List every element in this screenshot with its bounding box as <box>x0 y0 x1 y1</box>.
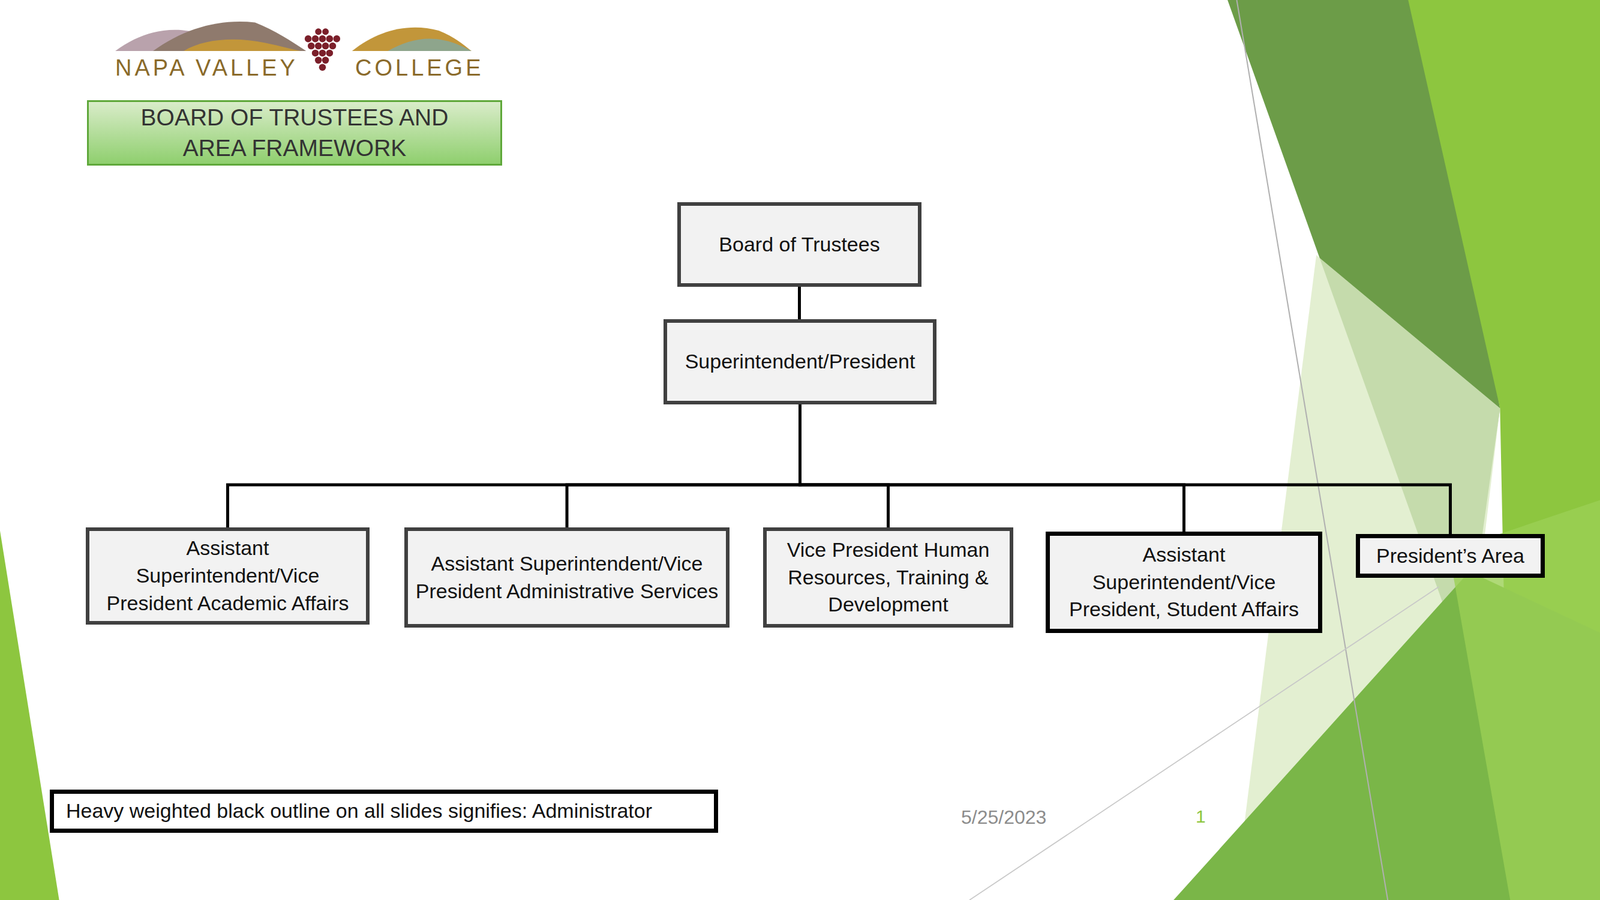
corner-triangle <box>0 530 60 900</box>
slide-title: BOARD OF TRUSTEES AND AREA FRAMEWORK <box>86 100 503 166</box>
org-connector <box>800 404 889 528</box>
box-text: Superintendent/President <box>685 347 916 376</box>
note-box: Heavy weighted black outline on all slid… <box>49 789 719 833</box>
logo-text: NAPA VALLEY <box>115 55 299 81</box>
org-box: Assistant Superintendent/Vice President,… <box>1045 531 1323 633</box>
logo-grapes <box>304 28 341 71</box>
box-text: Vice President Human Resources, Training… <box>772 536 1004 620</box>
box-text: President’s Area <box>1376 542 1525 570</box>
logo-text: COLLEGE <box>355 55 485 81</box>
org-connector <box>566 404 801 528</box>
logo-hills <box>115 21 472 51</box>
org-connector <box>800 404 1451 534</box>
org-connector <box>800 404 1185 532</box>
box-text: Board of Trustees <box>718 230 880 259</box>
decor-line <box>969 586 1439 900</box>
decor-line <box>1236 0 1388 900</box>
org-box: Assistant Superintendent/Vice President … <box>85 527 370 625</box>
org-box: President’s Area <box>1355 533 1545 578</box>
box-text: Assistant Superintendent/Vice President … <box>413 550 720 606</box>
date-label: 5/25/2023 <box>961 806 1047 829</box>
box-text: Assistant Superintendent/Vice President,… <box>1055 541 1313 624</box>
box-text: Assistant Superintendent/Vice President … <box>95 534 360 618</box>
org-connector <box>227 404 801 528</box>
org-box: Assistant Superintendent/Vice President … <box>404 527 730 628</box>
org-connector <box>797 286 801 320</box>
org-box: Board of Trustees <box>677 202 922 287</box>
box-text: Heavy weighted black outline on all slid… <box>65 797 653 825</box>
page-number: 1 <box>1195 806 1206 827</box>
org-box: Vice President Human Resources, Training… <box>763 527 1014 628</box>
org-box: Superintendent/President <box>663 319 937 405</box>
